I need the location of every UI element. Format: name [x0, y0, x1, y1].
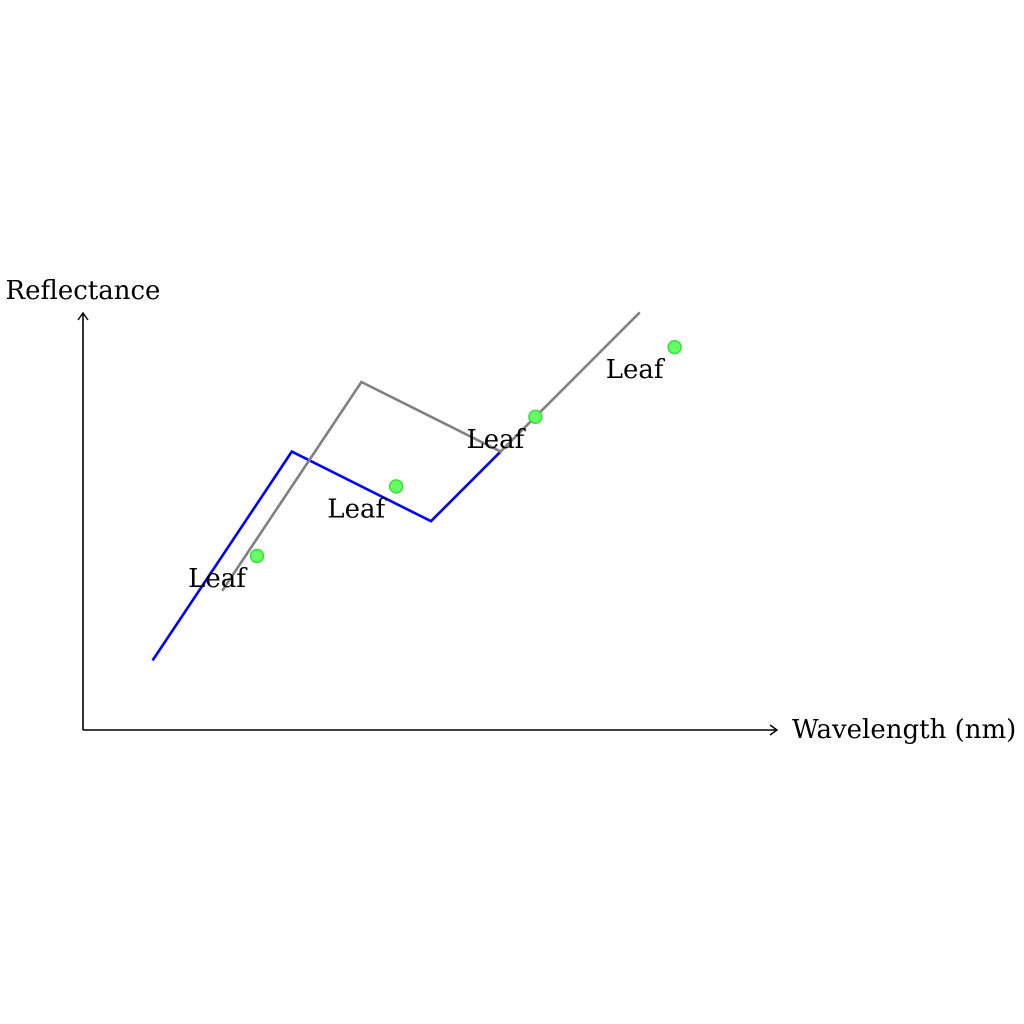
- series-line-2: [221, 311, 641, 592]
- series-layer: [151, 311, 641, 662]
- x-axis-label: Wavelength (nm): [792, 715, 1016, 745]
- leaf-point: [249, 548, 265, 564]
- y-axis-arrow: [77, 311, 89, 321]
- leaf-point: [528, 409, 543, 424]
- leaf-point: [667, 340, 682, 355]
- axes: Wavelength (nm) Reflectance: [6, 276, 1017, 745]
- leaf-point-label: Leaf: [188, 564, 248, 594]
- x-axis-arrow: [769, 724, 779, 736]
- leaf-point-label: Leaf: [606, 355, 666, 385]
- y-axis-label: Reflectance: [6, 276, 161, 306]
- series-line-1: [151, 449, 502, 662]
- leaf-point-label: Leaf: [327, 494, 387, 524]
- leaf-point-label: Leaf: [467, 425, 527, 455]
- leaf-point: [389, 479, 404, 494]
